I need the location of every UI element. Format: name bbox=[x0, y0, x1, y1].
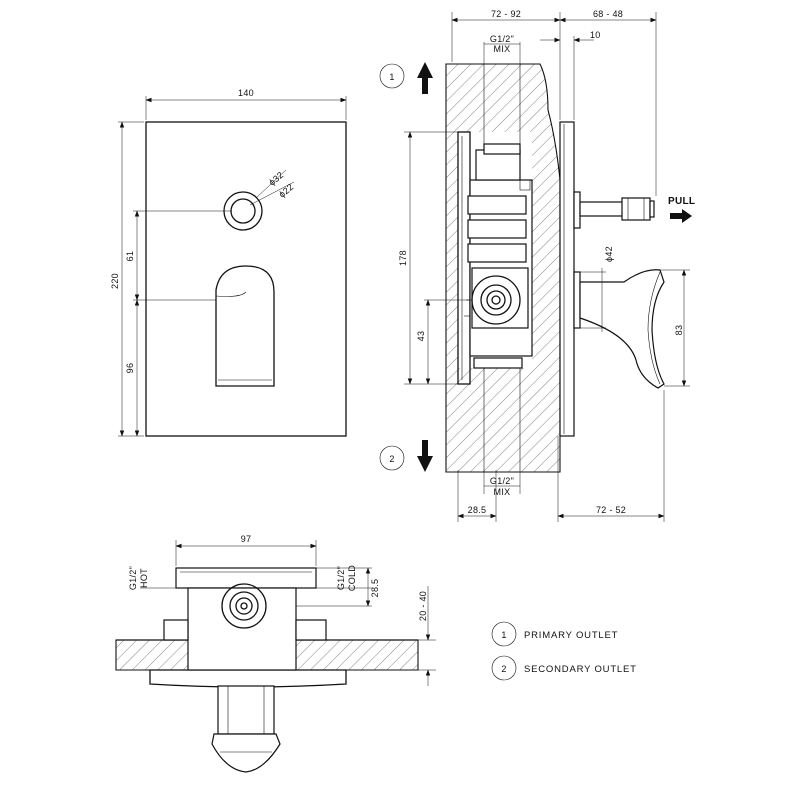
side-projection-dim: 68 - 48 bbox=[593, 9, 623, 19]
front-upper-gap-dim: 61 bbox=[125, 251, 135, 262]
side-base-offset-dim: 28.5 bbox=[468, 505, 487, 515]
handle-height-dim: 83 bbox=[674, 325, 684, 336]
lever-handle-side bbox=[579, 269, 665, 389]
top-connection-type: MIX bbox=[494, 44, 511, 54]
cold-connection-type: COLD bbox=[347, 565, 357, 591]
cover-plate bbox=[145, 121, 347, 437]
outlet-2-marker: 2 bbox=[389, 454, 394, 464]
up-arrow-icon bbox=[417, 62, 433, 94]
bottom-width-dim: 97 bbox=[241, 534, 252, 544]
bottom-view: 97 G1/2" HOT G1/2" COLD 28.5 20 - 40 bbox=[115, 534, 436, 773]
side-depth-dim: 72 - 92 bbox=[491, 9, 521, 19]
side-small-gap-dim: 10 bbox=[590, 30, 601, 40]
bottom-connection-size: G1/2" bbox=[490, 476, 514, 486]
side-handle-projection-dim: 72 - 52 bbox=[596, 505, 626, 515]
legend-2-number: 2 bbox=[501, 664, 506, 674]
side-center-height-dim: 43 bbox=[416, 331, 426, 342]
hot-connection-size: G1/2" bbox=[128, 566, 138, 590]
inner-diameter-dim: ϕ22 bbox=[277, 182, 296, 200]
cold-connection-size: G1/2" bbox=[336, 566, 346, 590]
legend: 1 PRIMARY OUTLET 2 SECONDARY OUTLET bbox=[491, 621, 637, 681]
front-height-dim: 220 bbox=[110, 273, 120, 289]
outlet-1-marker: 1 bbox=[389, 72, 394, 82]
pull-label: PULL bbox=[668, 196, 695, 207]
front-view: 140 220 61 96 ϕ32 ϕ22 bbox=[110, 88, 347, 437]
diverter-ring-inner bbox=[230, 198, 256, 224]
down-arrow-icon bbox=[417, 440, 433, 472]
side-view: 72 - 92 68 - 48 10 G1/2" MIX G1/2" MIX 1… bbox=[379, 9, 695, 522]
legend-2-label: SECONDARY OUTLET bbox=[524, 664, 637, 675]
pull-arrow-icon bbox=[670, 209, 692, 223]
legend-1-label: PRIMARY OUTLET bbox=[524, 630, 618, 641]
handle-diameter-dim: ϕ42 bbox=[604, 246, 614, 262]
bottom-offset-dim: 28.5 bbox=[370, 579, 380, 598]
front-lower-gap-dim: 96 bbox=[125, 363, 135, 374]
top-connection-size: G1/2" bbox=[490, 34, 514, 44]
front-width-dim: 140 bbox=[238, 88, 254, 98]
cover-plate-side bbox=[559, 121, 575, 437]
lever-handle-front bbox=[215, 265, 275, 387]
side-body-height-dim: 178 bbox=[398, 250, 408, 266]
wall-range-dim: 20 - 40 bbox=[418, 591, 428, 621]
hot-connection-type: HOT bbox=[139, 568, 149, 588]
outer-diameter-dim: ϕ32 bbox=[267, 170, 286, 188]
bottom-connection-type: MIX bbox=[494, 487, 511, 497]
legend-1-number: 1 bbox=[501, 630, 506, 640]
